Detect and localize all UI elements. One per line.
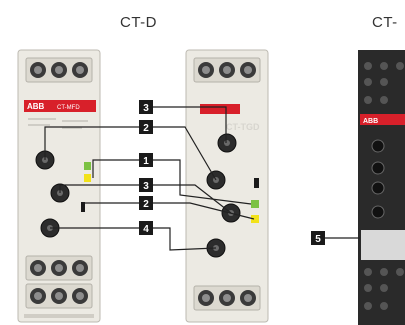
middle-led-yellow bbox=[251, 215, 259, 223]
callout-number: 1 bbox=[143, 156, 149, 167]
callout-number: 3 bbox=[143, 181, 149, 192]
leader-line-1-left bbox=[92, 159, 146, 178]
callout-number: 5 bbox=[315, 234, 321, 245]
right-brand-logo: ABB bbox=[363, 118, 378, 125]
left-brand-band bbox=[24, 100, 96, 112]
right-brand-band bbox=[360, 114, 405, 125]
left-led-green bbox=[84, 162, 91, 170]
title-ct-d: CT-D bbox=[120, 14, 157, 31]
leader-line-1-right bbox=[146, 159, 252, 205]
left-model-text: CT-MFD bbox=[57, 105, 80, 111]
callout-badge: 2 bbox=[139, 120, 153, 134]
middle-top-terminals bbox=[193, 57, 261, 83]
middle-knob-1 bbox=[217, 133, 237, 153]
leader-lines bbox=[44, 106, 360, 251]
leader-line-2-top-right bbox=[146, 126, 217, 181]
callout-badge: 2 bbox=[139, 196, 153, 210]
leader-line-4-right bbox=[146, 227, 217, 251]
callout-badge: 1 bbox=[139, 153, 153, 167]
leader-line-3-left bbox=[59, 184, 146, 193]
left-timer-device: ABB CT-MFD bbox=[17, 49, 101, 323]
right-display-window bbox=[361, 230, 405, 260]
left-top-terminals bbox=[25, 57, 93, 83]
callout-badge: 4 bbox=[139, 221, 153, 235]
middle-led-green bbox=[251, 200, 259, 208]
middle-bottom-terminals bbox=[193, 285, 261, 311]
left-brand-logo: ABB bbox=[27, 102, 45, 111]
right-dark-device: ABB bbox=[358, 50, 405, 325]
left-bottom-terminals bbox=[25, 255, 93, 309]
left-led-yellow bbox=[84, 174, 91, 182]
left-dip-switch bbox=[81, 202, 85, 212]
leader-line-2-bottom-right bbox=[146, 202, 255, 220]
leader-line-3-right bbox=[146, 184, 232, 214]
callout-badge: 5 bbox=[311, 231, 325, 245]
callout-number: 2 bbox=[143, 199, 149, 210]
callout-number: 2 bbox=[143, 123, 149, 134]
leader-line-3-top bbox=[146, 106, 227, 143]
middle-model-text: CT-TGD bbox=[226, 122, 260, 132]
middle-brand-band bbox=[200, 104, 240, 114]
callout-number: 4 bbox=[143, 224, 149, 235]
leader-line-2-top-left bbox=[44, 126, 146, 160]
title-ct-right: CT- bbox=[372, 14, 398, 31]
middle-timer-device: CT-TGD bbox=[185, 49, 269, 323]
callout-number: 3 bbox=[143, 103, 149, 114]
middle-dip-switch bbox=[254, 178, 259, 188]
callouts: 3 2 1 3 2 4 5 bbox=[139, 100, 325, 245]
callout-badge: 3 bbox=[139, 100, 153, 114]
callout-badge: 3 bbox=[139, 178, 153, 192]
